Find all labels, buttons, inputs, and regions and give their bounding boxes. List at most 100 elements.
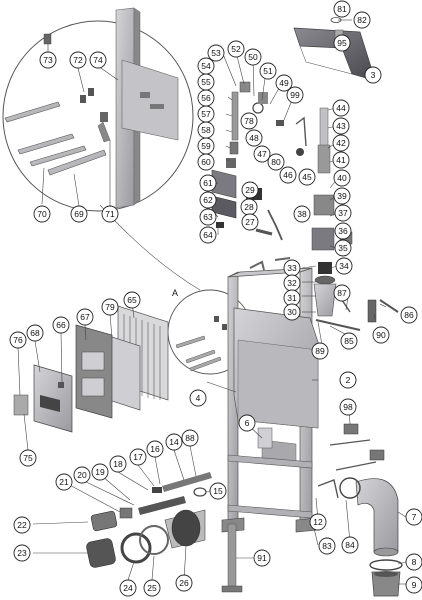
- callout-circle: [175, 574, 193, 592]
- callout-37: 37: [334, 204, 352, 222]
- installation-frame: [221, 267, 319, 533]
- support-leg: [221, 523, 243, 593]
- callout-circle: [279, 166, 297, 184]
- callout-number: 32: [287, 278, 297, 288]
- callout-75: 75: [19, 449, 37, 467]
- callout-number: 47: [257, 149, 267, 159]
- callout-circle: [364, 66, 382, 84]
- callout-71: 71: [101, 205, 119, 223]
- callout-circle: [332, 151, 350, 169]
- callout-61: 61: [199, 174, 217, 192]
- callout-51: 51: [259, 62, 277, 80]
- callout-circle: [39, 51, 57, 69]
- callout-83: 83: [318, 537, 336, 555]
- callout-72: 72: [69, 51, 87, 69]
- callout-number: 56: [201, 93, 211, 103]
- callout-45: 45: [298, 168, 316, 186]
- callout-circle: [101, 205, 119, 223]
- callout-circle: [335, 257, 353, 275]
- callout-79: 79: [101, 298, 119, 316]
- callout-19: 19: [91, 463, 109, 481]
- callout-number: 52: [231, 44, 241, 54]
- callout-circle: [244, 48, 262, 66]
- callout-34: 34: [335, 257, 353, 275]
- callout-number: 25: [147, 583, 157, 593]
- flush-valve-parts: [211, 81, 307, 271]
- callout-number: 64: [203, 230, 213, 240]
- callout-circle: [400, 306, 418, 324]
- callout-86: 86: [400, 306, 418, 324]
- drain-pipe-assembly: [86, 472, 212, 568]
- callout-16: 16: [146, 440, 164, 458]
- callout-number: 31: [287, 293, 297, 303]
- callout-48: 48: [245, 129, 263, 147]
- callout-number: 70: [37, 209, 47, 219]
- callout-circle: [333, 187, 351, 205]
- callout-circle: [146, 440, 164, 458]
- callout-66: 66: [52, 316, 70, 334]
- callout-number: 65: [127, 295, 137, 305]
- callout-circle: [253, 145, 271, 163]
- callout-circle: [241, 213, 259, 231]
- callout-33: 33: [283, 259, 301, 277]
- callout-number: 53: [211, 48, 221, 58]
- callout-46: 46: [279, 166, 297, 184]
- callout-circle: [333, 284, 351, 302]
- callout-85: 85: [340, 332, 358, 350]
- callout-number: 85: [344, 336, 354, 346]
- callout-number: 98: [343, 402, 353, 412]
- callout-number: 73: [43, 55, 53, 65]
- callout-number: 4: [196, 393, 201, 403]
- callout-number: 9: [412, 580, 417, 590]
- callout-circle: [19, 449, 37, 467]
- callout-number: 38: [297, 209, 307, 219]
- callout-number: 71: [105, 209, 115, 219]
- callout-circle: [286, 86, 304, 104]
- callout-47: 47: [253, 145, 271, 163]
- callout-91: 91: [253, 549, 271, 567]
- callout-3: 3: [364, 66, 382, 84]
- callout-circle: [353, 11, 371, 29]
- callout-57: 57: [197, 105, 215, 123]
- callout-18: 18: [109, 455, 127, 473]
- callout-circle: [341, 536, 359, 554]
- callout-2: 2: [339, 371, 357, 389]
- callout-circle: [405, 553, 422, 571]
- callout-circle: [129, 448, 147, 466]
- callout-number: 41: [336, 155, 346, 165]
- callout-number: 80: [271, 157, 281, 167]
- callout-number: 48: [249, 133, 259, 143]
- callout-number: 55: [201, 77, 211, 87]
- callout-number: 24: [123, 583, 133, 593]
- callout-50: 50: [244, 48, 262, 66]
- callout-circle: [245, 129, 263, 147]
- callout-number: 81: [337, 4, 347, 14]
- callout-number: 63: [203, 212, 213, 222]
- callout-59: 59: [197, 137, 215, 155]
- callout-64: 64: [199, 226, 217, 244]
- callout-circle: [207, 44, 225, 62]
- detail-view-circle: [2, 7, 194, 212]
- callout-44: 44: [332, 99, 350, 117]
- callout-number: 69: [74, 209, 84, 219]
- callout-number: 68: [30, 328, 40, 338]
- callout-circle: [334, 239, 352, 257]
- callout-23: 23: [13, 544, 31, 562]
- callout-54: 54: [197, 57, 215, 75]
- callout-circle: [143, 579, 161, 597]
- callout-number: 33: [287, 263, 297, 273]
- callout-circle: [311, 342, 329, 360]
- callout-circle: [199, 226, 217, 244]
- callout-60: 60: [197, 153, 215, 171]
- callout-circle: [199, 191, 217, 209]
- callout-circle: [275, 74, 293, 92]
- callout-number: 22: [17, 520, 27, 530]
- callout-number: 90: [376, 330, 386, 340]
- callout-number: 42: [336, 138, 346, 148]
- callout-38: 38: [293, 205, 311, 223]
- callout-65: 65: [123, 291, 141, 309]
- callout-9: 9: [405, 576, 422, 594]
- callout-number: 23: [17, 548, 27, 558]
- callout-circle: [332, 99, 350, 117]
- callout-circle: [333, 0, 351, 18]
